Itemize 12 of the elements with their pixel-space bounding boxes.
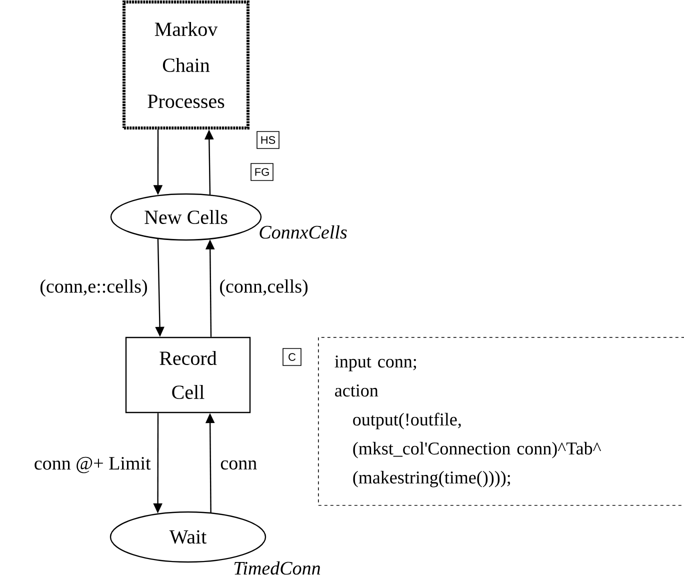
edge-label: conn @+ Limit (34, 456, 151, 474)
code-box: input conn; action output(!outfile, (mkst_col'Connection conn)^Tab^ (makestring(time()))); (318, 337, 684, 506)
place-name: ConnxCells (260, 225, 347, 239)
edge-label: conn (220, 460, 257, 470)
tag-box: HS (256, 131, 280, 149)
place-name: TimedConn (234, 561, 320, 575)
tag-box: C (282, 348, 302, 366)
edge-label: (conn,e::cells) (40, 279, 147, 297)
transition-box: Record Cell (125, 336, 251, 414)
tag-box: FG (250, 163, 274, 181)
subpage-box: Markov Chain Processes (122, 0, 250, 130)
edge-label: (conn,cells) (220, 279, 308, 297)
